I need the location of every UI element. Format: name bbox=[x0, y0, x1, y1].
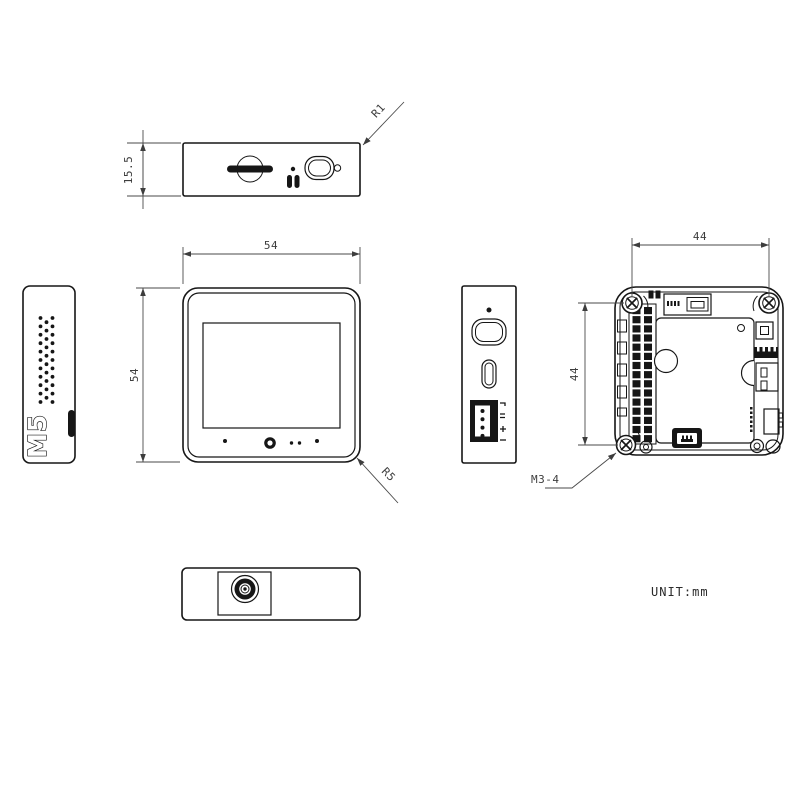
screen bbox=[202, 322, 341, 429]
screw-spec-label: M3-4 bbox=[531, 473, 560, 486]
screw-top-right bbox=[752, 292, 780, 314]
connector-text-marks bbox=[667, 301, 680, 306]
dimension-label-back-height: 44 bbox=[568, 367, 581, 381]
screw-annotation: M3-4 bbox=[531, 452, 617, 489]
pcb-hole bbox=[737, 324, 745, 332]
led-dot-right bbox=[315, 439, 319, 443]
radius-annotation-r5: R5 bbox=[356, 457, 399, 504]
dimension-label-top-height: 15.5 bbox=[122, 156, 135, 185]
led-dot-left bbox=[223, 439, 227, 443]
unit-label: UNIT:mm bbox=[651, 585, 709, 599]
boss-bottom-right bbox=[749, 438, 781, 454]
back-view: 44 44 M3-4 bbox=[531, 230, 784, 489]
top-button bbox=[304, 155, 342, 181]
screw-top-left bbox=[621, 292, 649, 314]
radius-label-r5: R5 bbox=[379, 465, 398, 484]
home-button bbox=[264, 437, 276, 449]
button-component bbox=[755, 321, 774, 340]
grove-pin-marks bbox=[500, 402, 506, 441]
boss-bottom-left bbox=[639, 440, 653, 454]
dimension-back-width: 44 bbox=[631, 230, 770, 296]
left-view: M5 bbox=[22, 285, 76, 464]
dimension-front-width: 54 bbox=[182, 239, 361, 284]
comb-connector bbox=[754, 347, 778, 358]
back-view-outline bbox=[614, 286, 784, 456]
camera-module bbox=[217, 571, 272, 616]
dimension-back-height: 44 bbox=[568, 302, 624, 446]
side-connector bbox=[763, 408, 783, 435]
pcb-outline bbox=[653, 317, 755, 444]
dimension-label-back-width: 44 bbox=[693, 230, 707, 243]
power-button bbox=[471, 318, 507, 346]
left-view-outline bbox=[22, 285, 76, 464]
bottom-view bbox=[181, 567, 361, 621]
radius-label-r1: R1 bbox=[369, 101, 388, 120]
front-view-outline bbox=[182, 287, 361, 463]
mic-slots bbox=[287, 175, 300, 188]
usb-c-port bbox=[481, 359, 497, 389]
pinhole-dot bbox=[290, 166, 296, 172]
pcb-left-cutout bbox=[653, 348, 679, 374]
port-label-marks bbox=[750, 407, 753, 432]
bottom-connector bbox=[672, 428, 702, 448]
top-view: 15.5 R1 bbox=[122, 101, 405, 209]
side-notch bbox=[68, 410, 75, 437]
vent-holes bbox=[38, 316, 55, 404]
front-view: 54 54 R5 bbox=[128, 239, 399, 504]
pcb-right-cutout bbox=[740, 359, 755, 387]
reset-hole bbox=[486, 307, 492, 313]
m5-logo: M5 bbox=[23, 414, 52, 458]
right-view bbox=[461, 285, 517, 464]
dimension-label-front-width: 54 bbox=[264, 239, 278, 252]
mic-dots bbox=[289, 441, 302, 445]
screw-bottom-left bbox=[615, 430, 641, 456]
radius-annotation-r1: R1 bbox=[362, 101, 405, 146]
dimension-label-front-height: 54 bbox=[128, 368, 141, 382]
dimension-top-height: 15.5 bbox=[122, 130, 181, 209]
dimension-front-height: 54 bbox=[128, 287, 180, 463]
wall-slots bbox=[617, 319, 627, 417]
camera-lens bbox=[230, 574, 260, 604]
battery-connector bbox=[755, 362, 779, 392]
grove-port bbox=[470, 400, 498, 442]
top-connector bbox=[648, 290, 712, 316]
rotary-dial bbox=[227, 155, 273, 183]
front-bezel bbox=[187, 292, 356, 458]
